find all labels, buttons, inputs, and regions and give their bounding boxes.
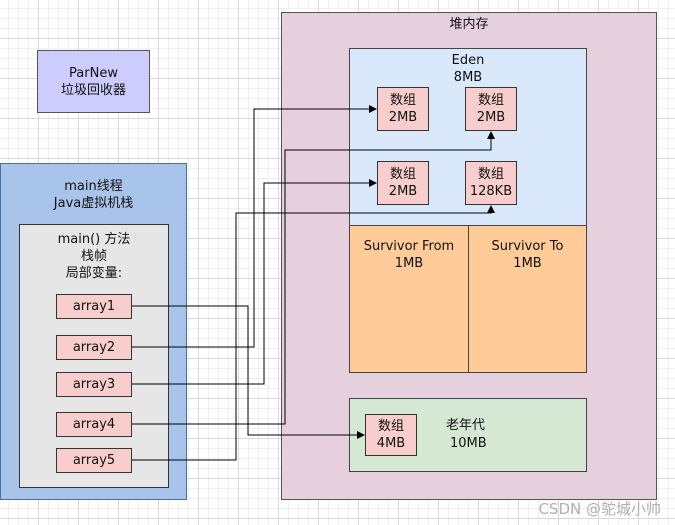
frame-title: 栈帧 <box>80 249 107 264</box>
array-object-4: 数组 128KB <box>465 161 517 205</box>
array-object-label: 数组 <box>477 93 504 108</box>
array-object-5: 数组 4MB <box>365 414 417 456</box>
survivor-to-size: 1MB <box>513 256 542 271</box>
survivor-from-name: Survivor From <box>363 239 455 254</box>
frame-method: main() 方法 <box>57 232 131 247</box>
array-object-2: 数组 2MB <box>465 87 517 131</box>
var-label: array4 <box>72 417 116 432</box>
var-label: array2 <box>72 340 116 355</box>
array-object-label: 数组 <box>477 167 504 182</box>
array-object-label: 数组 <box>389 93 416 108</box>
parnew-gc-box: ParNew 垃圾回收器 <box>37 50 150 113</box>
old-gen-name: 老年代 <box>446 418 486 433</box>
ref-arrow-array1 <box>132 305 365 439</box>
var-label: array3 <box>72 377 116 392</box>
ref-arrow-array5 <box>132 205 495 461</box>
ref-arrow-array4 <box>132 131 495 425</box>
thread-name: main线程 <box>64 179 123 194</box>
gc-name: ParNew <box>69 65 118 81</box>
var-label: array5 <box>72 453 116 468</box>
array-object-size: 4MB <box>376 436 406 451</box>
watermark: CSDN @鸵城小帅 <box>538 500 661 518</box>
gc-desc: 垃圾回收器 <box>60 82 126 98</box>
array-object-3: 数组 2MB <box>377 161 429 205</box>
array-object-1: 数组 2MB <box>377 87 429 131</box>
heap-title: 堆内存 <box>449 17 489 32</box>
frame-locals-label: 局部变量: <box>65 266 123 281</box>
eden-name: Eden <box>451 53 485 68</box>
var-label: array1 <box>72 299 116 314</box>
survivor-from-region: Survivor From 1MB <box>349 225 469 373</box>
array-object-size: 2MB <box>388 184 418 199</box>
ref-arrow-array3 <box>132 179 377 385</box>
survivor-to-name: Survivor To <box>491 239 564 254</box>
array-object-size: 2MB <box>476 110 506 125</box>
eden-size: 8MB <box>453 70 483 85</box>
var-array2: array2 <box>56 335 132 360</box>
survivor-to-region: Survivor To 1MB <box>468 225 587 373</box>
thread-stack-name: Java虚拟机栈 <box>53 196 134 211</box>
var-array4: array4 <box>56 412 132 437</box>
array-object-size: 2MB <box>388 110 418 125</box>
array-object-size: 128KB <box>469 184 513 199</box>
var-array5: array5 <box>56 448 132 473</box>
ref-arrow-array2 <box>132 105 377 348</box>
survivor-from-size: 1MB <box>394 256 424 271</box>
array-object-label: 数组 <box>389 167 416 182</box>
old-gen-size: 10MB <box>450 436 487 451</box>
var-array3: array3 <box>56 372 132 397</box>
var-array1: array1 <box>56 294 132 319</box>
array-object-label: 数组 <box>377 419 404 434</box>
